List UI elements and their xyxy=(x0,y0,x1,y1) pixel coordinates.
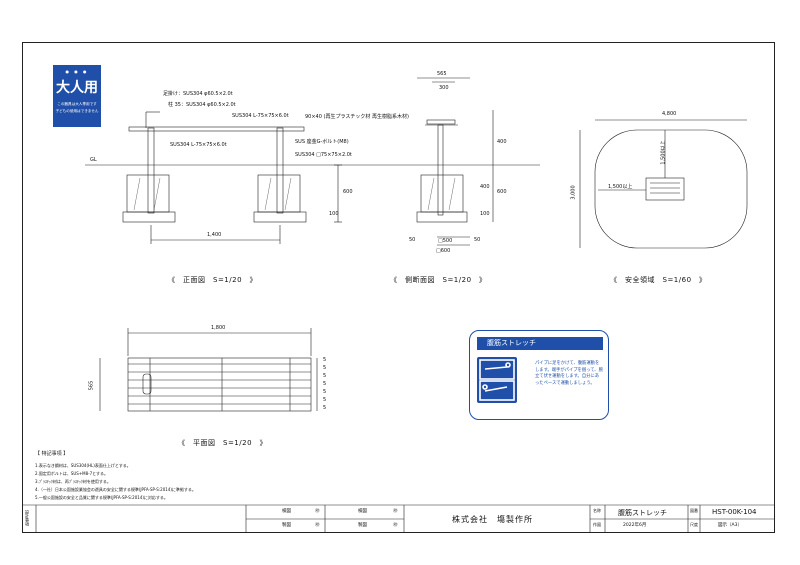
tb-row-stamp: ㊞ xyxy=(393,509,398,514)
caption-front-view: 《 正面図 S=1/20 》 xyxy=(168,276,258,284)
label-beam: SUS304 L-75×75×6.0t xyxy=(232,113,289,119)
dim-plan-r2: 5 xyxy=(323,373,327,379)
dim-side-400b: 400 xyxy=(480,184,490,190)
badge-line1: この器具は大人専用です xyxy=(57,102,97,106)
dim-safety-height: 3,000 xyxy=(570,185,577,200)
label-handrail: 足掛け：SUS304 φ60.5×2.0t xyxy=(163,91,233,97)
tb-scale: 図示（A3） xyxy=(718,523,742,528)
tb-row-stamp: ㊞ xyxy=(393,523,398,528)
exercise-figure-icon xyxy=(479,359,515,401)
label-column: 柱 35：SUS304 φ60.5×2.0t xyxy=(168,102,236,108)
dim-side-600b: □600 xyxy=(436,248,451,254)
drawing-sheet xyxy=(22,42,775,533)
dim-side-50b: 50 xyxy=(474,237,481,243)
dim-front-100: 100 xyxy=(329,211,339,217)
dim-plan-r4: 5 xyxy=(323,389,327,395)
badge-line2: 子どもの使用はできません xyxy=(55,109,99,113)
label-seat: 90×40 (再生プラスチック材 再生樹脂系木材) xyxy=(305,114,409,120)
dim-side-100: 100 xyxy=(480,211,490,217)
tb-row-key: 検図 xyxy=(358,509,367,514)
tb-row-key: 製図 xyxy=(282,523,291,528)
dim-plan-r0: 5 xyxy=(323,357,327,363)
caption-safety-area: 《 安全領域 S=1/60 》 xyxy=(610,276,707,284)
caption-plan-view: 《 平面図 S=1/20 》 xyxy=(178,439,268,447)
label-gl: GL xyxy=(90,157,97,163)
label-bolt: SUS 座金G-ボルト(M8) xyxy=(295,139,349,145)
dim-plan-width: 1,800 xyxy=(211,325,226,331)
tb-row-stamp: ㊞ xyxy=(315,509,320,514)
tb-name-label: 名称 xyxy=(593,508,601,513)
dim-plan-r5: 5 xyxy=(323,397,327,403)
dim-side-seat: 300 xyxy=(439,85,449,91)
dim-side-400: 400 xyxy=(497,139,507,145)
dim-side-top: 565 xyxy=(437,71,447,77)
dim-plan-depth: 565 xyxy=(88,380,95,391)
caption-side-view: 《 側断面図 S=1/20 》 xyxy=(390,276,487,284)
dim-side-50a: 50 xyxy=(409,237,416,243)
dim-side-600: 600 xyxy=(497,189,507,195)
note-item: 1.表示なき鋼材は、SUS304(HL)表面仕上げとする。 xyxy=(35,463,131,468)
dim-safety-width: 4,800 xyxy=(662,111,677,117)
tb-scale-label: 尺度 xyxy=(690,522,698,527)
tb-row-key: 検図 xyxy=(282,509,291,514)
tb-row-key: 製図 xyxy=(358,523,367,528)
badge-title: 大人用 xyxy=(56,80,98,96)
sign-description: パイプに足をかけて、腹筋運動をします。端手がパイプを掴って、腕立て伏せ運動をしま… xyxy=(535,361,603,386)
dim-front-600: 600 xyxy=(343,189,353,195)
tb-date-label: 作図 xyxy=(593,522,601,527)
notes-title: 【 特記事項 】 xyxy=(35,451,69,457)
dim-safety-1500h: 1,500以上 xyxy=(608,184,633,190)
note-item: 3.ﾌﾟﾗｽﾁｯｸ材は、再ﾌﾟﾗｽﾁｯｸ材を使用する。 xyxy=(35,479,111,484)
label-left-beam: SUS304 L-75×75×6.0t xyxy=(170,142,227,148)
note-item: 4.（一社）日本公園施設業協会の遊具の安全に関する規準(JPFA-SP-S:20… xyxy=(35,487,196,492)
company-name: 株式会社 塲製作所 xyxy=(452,515,533,524)
badge-dots: ● ● ● xyxy=(65,69,89,74)
tb-name: 腹筋ストレッチ xyxy=(618,509,667,517)
instruction-sign: 腹筋ストレッチ xyxy=(469,330,609,420)
tb-row-stamp: ㊞ xyxy=(315,523,320,528)
dim-plan-r3: 5 xyxy=(323,381,327,387)
label-base: SUS304 □75×75×2.0t xyxy=(295,152,352,158)
note-item: 5.一般公園施設の安全と品質に関する規準(JPFA-SP-S:2014)に対応す… xyxy=(35,495,168,500)
title-block-side-label: 設計事項 xyxy=(25,510,30,526)
note-item: 2.固定用ボルトは、SUS+M8-7とする。 xyxy=(35,471,109,476)
tb-no-label: 図番 xyxy=(690,508,698,513)
dim-safety-1500v: 1,500以上 xyxy=(660,140,667,165)
adult-use-badge: ● ● ● 大人用 この器具は大人専用です 子どもの使用はできません xyxy=(53,65,101,127)
dim-plan-r1: 5 xyxy=(323,365,327,371)
dim-front-width: 1,400 xyxy=(207,232,222,238)
dim-side-500: □500 xyxy=(438,238,453,244)
tb-date: 2022年6月 xyxy=(623,523,647,528)
tb-drawing-number: HST-00K-104 xyxy=(712,508,757,516)
dim-plan-r6: 5 xyxy=(323,405,327,411)
sign-title: 腹筋ストレッチ xyxy=(477,337,603,350)
exercise-pictogram-icon xyxy=(477,357,517,403)
